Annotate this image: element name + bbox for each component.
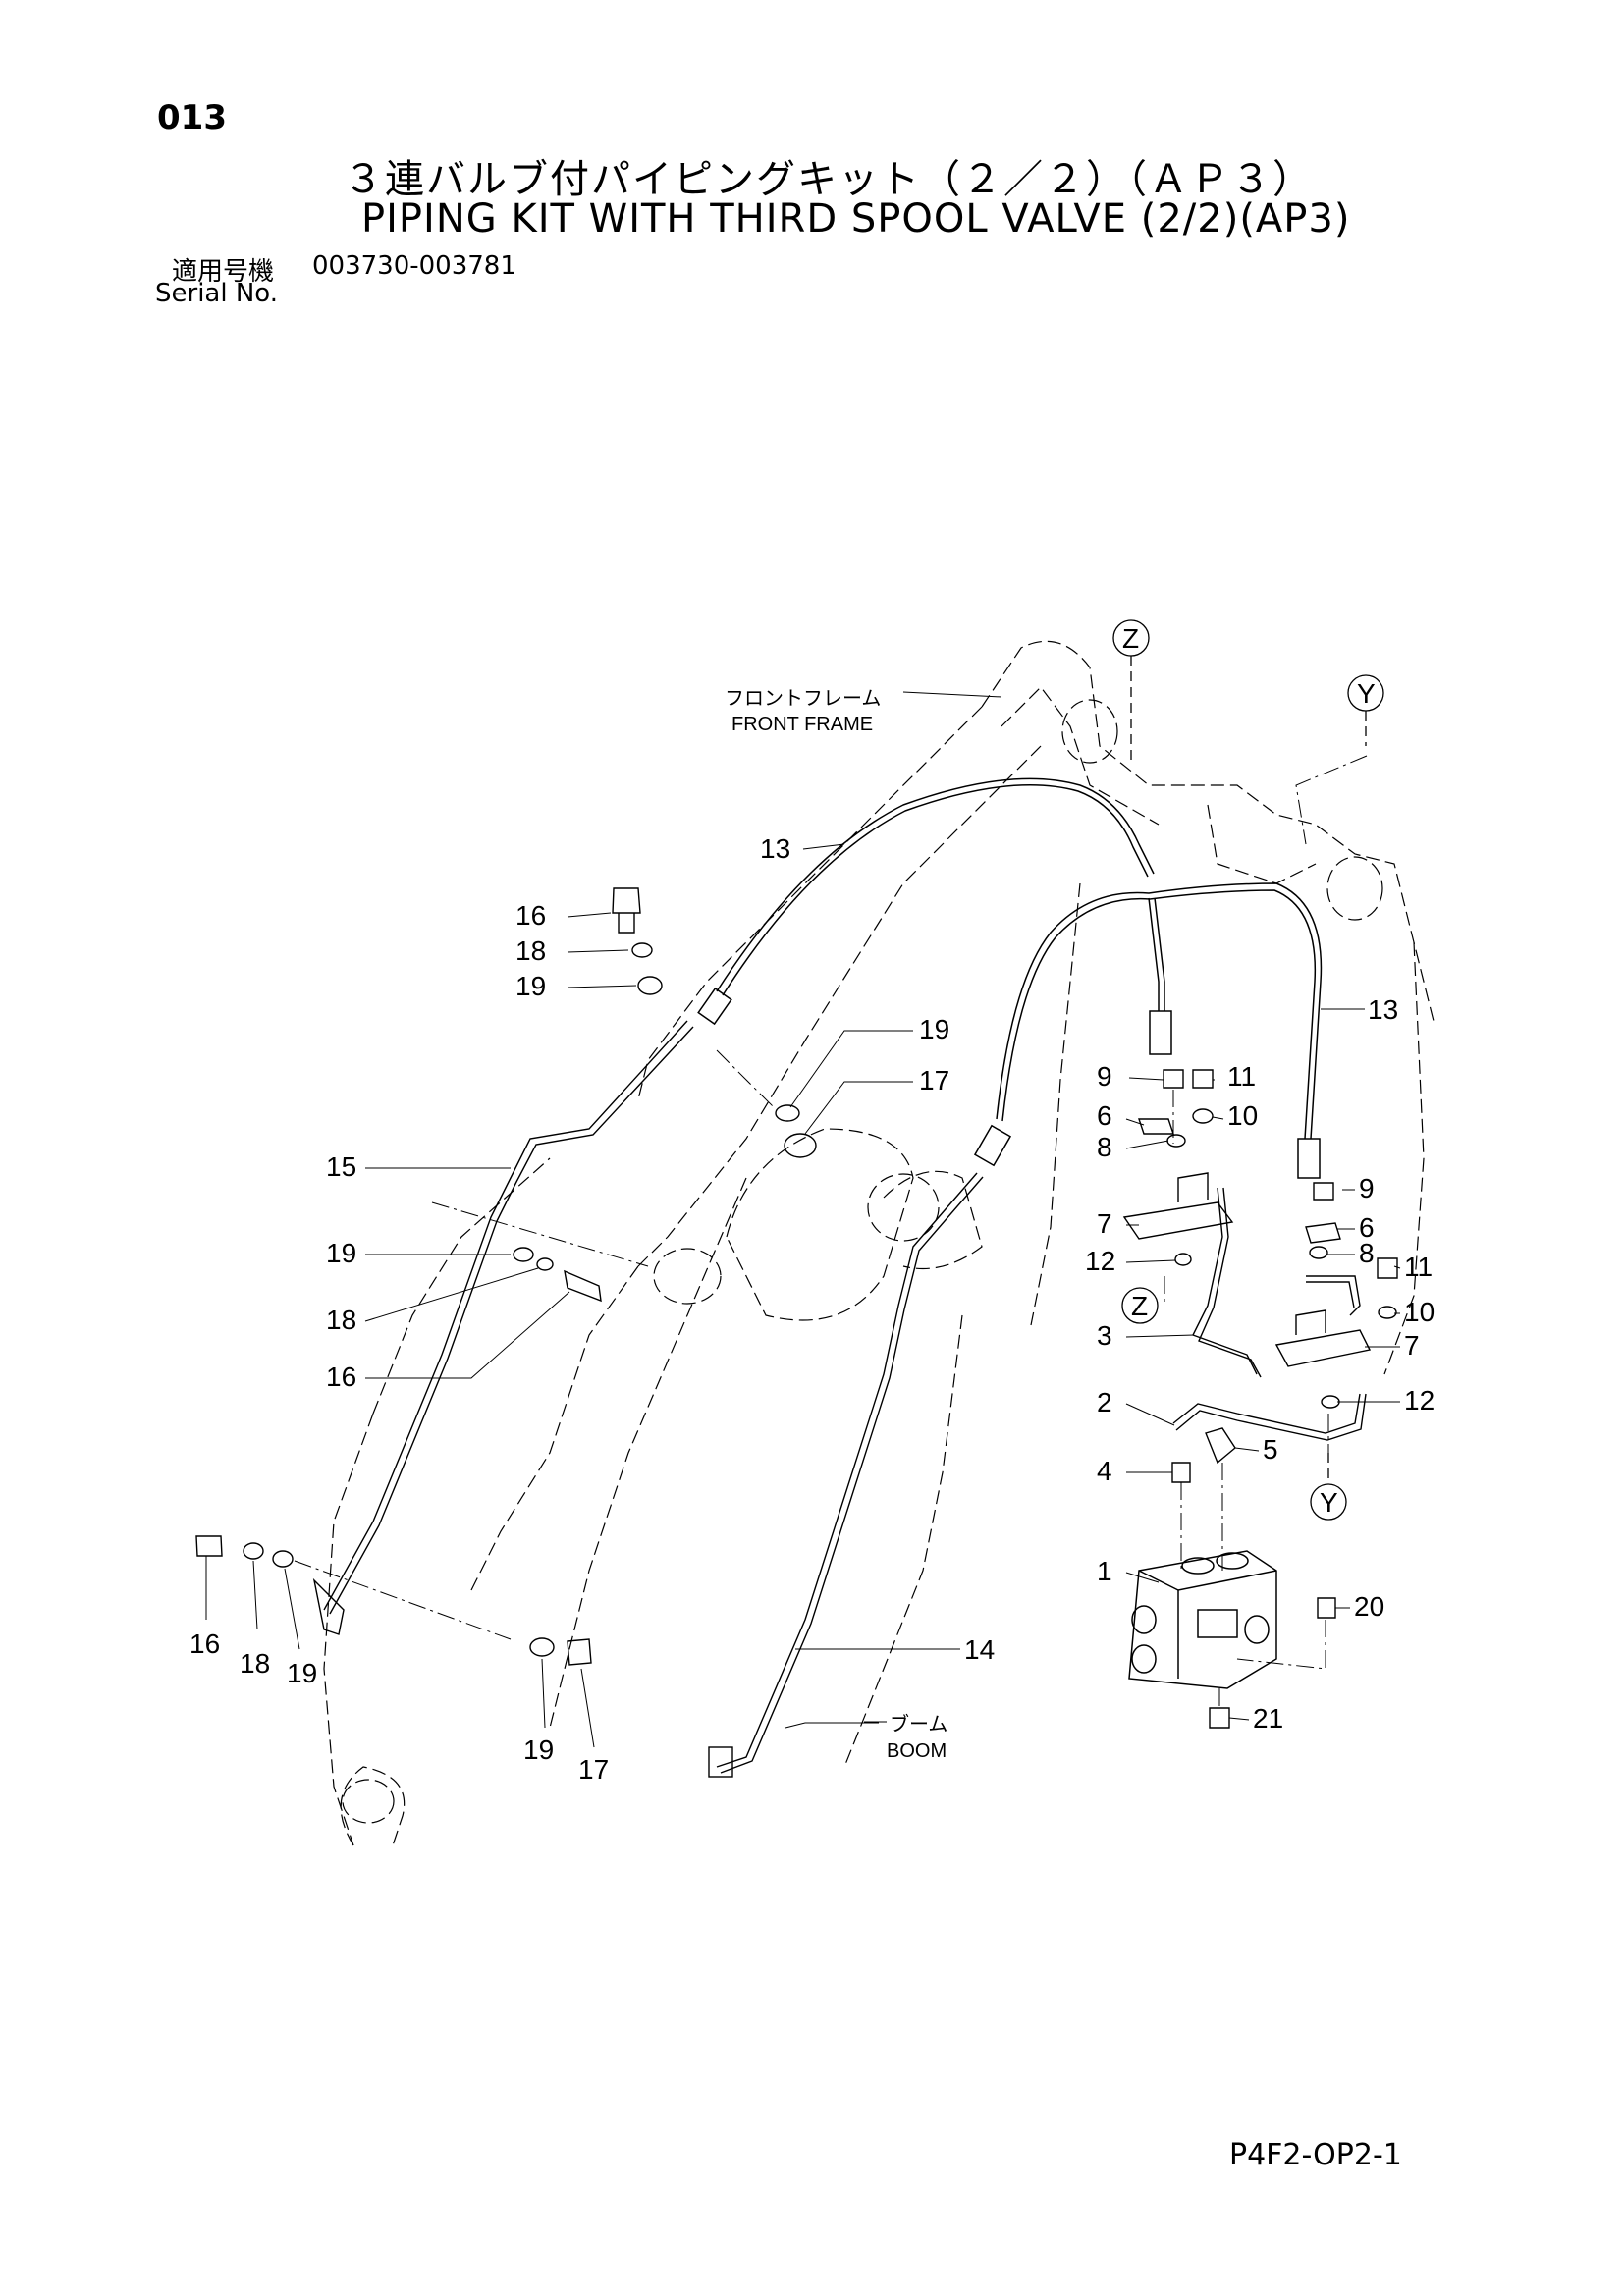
callout-19-middle: 19	[919, 1014, 949, 1044]
callout-2: 2	[1097, 1387, 1112, 1417]
fasteners	[195, 887, 1398, 1729]
callout-8-upper: 8	[1097, 1132, 1112, 1162]
pipes-2-3	[1172, 1187, 1367, 1441]
callout-17-middle: 17	[919, 1065, 949, 1095]
callout-18-top: 18	[515, 935, 546, 966]
frame-outline	[323, 640, 1435, 1846]
callout-19-bottom: 19	[523, 1735, 554, 1765]
view-letter-y-bottom: Y	[1320, 1487, 1338, 1518]
view-marker-y-bottom	[1310, 1483, 1347, 1521]
callout-3: 3	[1097, 1320, 1112, 1351]
callout-19-left: 19	[326, 1238, 356, 1268]
callout-14: 14	[964, 1634, 995, 1665]
callout-21: 21	[1253, 1703, 1283, 1734]
title-english: PIPING KIT WITH THIRD SPOOL VALVE (2/2)(…	[361, 196, 1351, 241]
callout-7-lower: 7	[1404, 1330, 1420, 1361]
serial-label-japanese: 適用号機	[172, 257, 275, 287]
serial-label-english: Serial No.	[155, 279, 278, 308]
boom-label-en: BOOM	[887, 1740, 947, 1762]
callout-16-left: 16	[326, 1362, 356, 1392]
bracket-7	[1122, 1172, 1372, 1367]
callout-5: 5	[1263, 1434, 1278, 1465]
callout-19-top: 19	[515, 971, 546, 1001]
assembly-guide-lines	[294, 755, 1368, 1708]
boom-label-jp: ブーム	[890, 1712, 947, 1735]
callout-12-lower: 12	[1404, 1385, 1435, 1415]
callout-16-bottom: 16	[189, 1629, 220, 1659]
title-japanese: ３連バルブ付パイピングキット（２／２）（ＡＰ３）	[344, 157, 1314, 202]
callout-15: 15	[326, 1151, 356, 1182]
callout-10-lower: 10	[1404, 1297, 1435, 1327]
callout-19-bottom-left: 19	[287, 1658, 317, 1688]
view-marker-z-bottom	[1121, 1287, 1159, 1324]
page-number: 013	[157, 98, 227, 137]
pipe-15	[312, 1020, 694, 1635]
callout-9-lower: 9	[1359, 1173, 1375, 1203]
drawing-code: P4F2-OP2-1	[1229, 2138, 1402, 2172]
callout-12-upper: 12	[1085, 1246, 1115, 1276]
callout-16-top: 16	[515, 900, 546, 931]
callout-9-upper: 9	[1097, 1061, 1112, 1092]
callout-11-upper: 11	[1227, 1061, 1256, 1092]
callout-17-bottom: 17	[578, 1754, 609, 1785]
serial-range: 003730-003781	[312, 251, 516, 281]
callout-6-upper: 6	[1097, 1100, 1112, 1131]
view-letter-z-bottom: Z	[1131, 1291, 1148, 1321]
callout-8-lower: 8	[1359, 1238, 1375, 1268]
callout-13-left: 13	[760, 833, 790, 864]
callout-10-upper: 10	[1227, 1100, 1258, 1131]
spool-valve	[1128, 1550, 1277, 1689]
hose-13-left	[697, 777, 1155, 1026]
callout-13-right: 13	[1368, 994, 1398, 1025]
callout-18-left: 18	[326, 1305, 356, 1335]
front-frame-label-jp: フロントフレーム	[725, 688, 881, 710]
callout-6-lower: 6	[1359, 1212, 1375, 1243]
front-frame-label-en: FRONT FRAME	[731, 714, 873, 735]
callout-1: 1	[1097, 1556, 1112, 1586]
callout-18-bottom: 18	[240, 1648, 270, 1679]
callout-11-lower: 11	[1404, 1252, 1433, 1282]
callout-7-upper: 7	[1097, 1208, 1112, 1239]
pipe-14	[708, 1172, 984, 1778]
callout-4: 4	[1097, 1456, 1112, 1486]
hose-13-right	[973, 882, 1323, 1179]
leader-lines	[205, 691, 1401, 1748]
view-letter-z-top: Z	[1122, 623, 1139, 654]
callout-20: 20	[1354, 1591, 1384, 1622]
view-letter-y-top: Y	[1357, 678, 1376, 709]
